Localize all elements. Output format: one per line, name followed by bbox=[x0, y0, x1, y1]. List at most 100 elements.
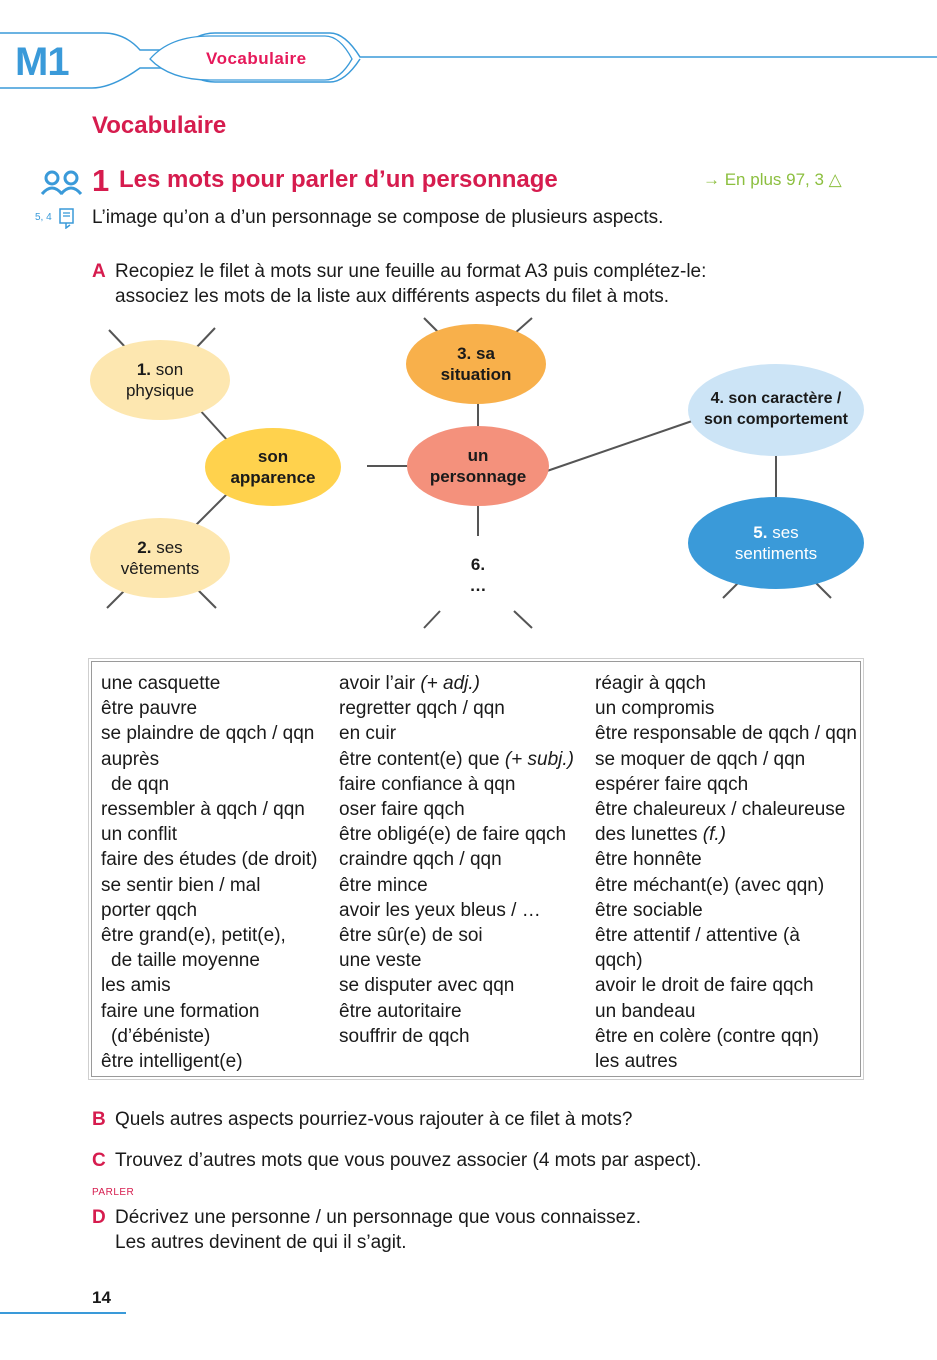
word-item: être en colère (contre qqn) bbox=[595, 1025, 819, 1047]
header-band bbox=[0, 32, 937, 89]
node-sentiments: 5. ses sentiments bbox=[688, 513, 864, 573]
question-c-letter: C bbox=[92, 1150, 106, 1171]
exercise-intro: L’image qu’on a d’un personnage se compo… bbox=[92, 207, 664, 228]
word-item: être content(e) que (+ subj.) bbox=[339, 747, 574, 772]
exercise-number: 1 bbox=[92, 163, 110, 198]
margin-reference: 5, 4 bbox=[35, 212, 52, 223]
word-item: de taille moyenne bbox=[111, 950, 260, 972]
word-column-3: réagir à qqch un compromis être responsa… bbox=[595, 671, 857, 1074]
node-situation-l2: situation bbox=[440, 365, 512, 384]
word-item: être méchant(e) (avec qqn) bbox=[595, 874, 825, 896]
word-item: avoir les yeux bleus / … bbox=[339, 899, 541, 921]
node-center-l2: personnage bbox=[429, 467, 527, 486]
node-sentiments-l2: sentiments bbox=[734, 544, 818, 563]
word-item: être grand(e), petit(e), bbox=[101, 925, 286, 947]
word-web-diagram bbox=[90, 317, 864, 629]
word-item: oser faire qqch bbox=[339, 799, 465, 821]
word-item: être sociable bbox=[595, 899, 703, 921]
node-sentiments-l1: ses bbox=[772, 523, 799, 542]
word-item: être mince bbox=[339, 874, 428, 896]
word-text: être content(e) que bbox=[339, 748, 500, 770]
word-item: un compromis bbox=[595, 698, 715, 720]
word-column-2: avoir l’air (+ adj.) regretter qqch / qq… bbox=[339, 671, 574, 1049]
word-item: faire confiance à qqn bbox=[339, 773, 516, 795]
word-item: les amis bbox=[101, 975, 171, 997]
word-item: ressembler à qqch / qqn bbox=[101, 799, 305, 821]
word-item: faire une formation bbox=[101, 1000, 260, 1022]
word-item: faire des études (de droit) bbox=[101, 849, 318, 871]
word-item: une casquette bbox=[101, 673, 221, 694]
node-vetements-l2: vêtements bbox=[120, 559, 200, 578]
word-item: être pauvre bbox=[101, 698, 198, 720]
word-item: espérer faire qqch bbox=[595, 773, 749, 795]
node-center: un personnage bbox=[407, 436, 549, 496]
word-item: en cuir bbox=[339, 723, 397, 745]
node-apparence-l1: son bbox=[257, 447, 289, 466]
word-item: de qqn bbox=[111, 773, 170, 795]
word-item: les autres bbox=[595, 1051, 678, 1073]
node-situation: 3. sa situation bbox=[406, 334, 546, 394]
word-item: avoir le droit de faire qqch bbox=[595, 975, 814, 997]
question-d-line2: Les autres devinent de qui il s’agit. bbox=[115, 1232, 407, 1253]
word-item: réagir à qqch bbox=[595, 673, 706, 694]
word-text: des lunettes bbox=[595, 824, 698, 846]
node-caractere-l1: 4. son caractère / bbox=[710, 390, 842, 407]
question-a-line2: associez les mots de la liste aux différ… bbox=[115, 286, 670, 307]
word-item: être honnête bbox=[595, 849, 702, 871]
question-a-line1: Recopiez le filet à mots sur une feuille… bbox=[115, 261, 707, 282]
parler-label: PARLER bbox=[92, 1187, 135, 1198]
word-item: (d’ébéniste) bbox=[111, 1025, 211, 1047]
question-d-letter: D bbox=[92, 1207, 106, 1228]
word-text: avoir l’air bbox=[339, 673, 416, 694]
worksheet-icon bbox=[59, 208, 74, 229]
node-physique: 1. son physique bbox=[90, 350, 230, 410]
word-item: regretter qqch / qqn bbox=[339, 698, 505, 720]
node-physique-number: 1. bbox=[136, 360, 152, 379]
word-item: être attentif / attentive (à bbox=[595, 925, 800, 947]
word-item: une veste bbox=[339, 950, 422, 972]
word-item: qqch) bbox=[595, 950, 643, 972]
node-situation-l1: 3. sa bbox=[457, 344, 495, 363]
word-item: un bandeau bbox=[595, 1000, 696, 1022]
word-item: avoir l’air (+ adj.) bbox=[339, 671, 574, 696]
node-six: 6.… bbox=[408, 545, 548, 605]
node-physique-l2: physique bbox=[125, 381, 195, 400]
question-d-line1: Décrivez une personne / un personnage qu… bbox=[115, 1207, 642, 1228]
word-item: porter qqch bbox=[101, 899, 198, 921]
word-item: être obligé(e) de faire qqch bbox=[339, 824, 567, 846]
node-sentiments-number: 5. bbox=[753, 523, 768, 542]
word-item: se disputer avec qqn bbox=[339, 975, 515, 997]
node-vetements-number: 2. bbox=[137, 538, 152, 557]
word-item: être responsable de qqch / qqn bbox=[595, 723, 857, 745]
question-b-letter: B bbox=[92, 1109, 106, 1130]
node-caractere: 4. son caractère /son comportement bbox=[688, 378, 864, 440]
node-physique-l1: son bbox=[155, 360, 184, 379]
question-a-letter: A bbox=[92, 261, 106, 282]
node-apparence: son apparence bbox=[205, 437, 341, 497]
page-number-rule bbox=[0, 1312, 126, 1314]
word-item: se plaindre de qqch / qqn bbox=[101, 723, 315, 745]
word-note: (f.) bbox=[702, 824, 726, 846]
word-item: être chaleureux / chaleureuse bbox=[595, 799, 846, 821]
node-six-l1: 6. bbox=[470, 555, 486, 574]
node-apparence-l2: apparence bbox=[230, 468, 316, 487]
section-tab-label: Vocabulaire bbox=[206, 49, 307, 68]
section-title: Vocabulaire bbox=[92, 112, 227, 139]
exercise-reference: → En plus 97, 3 △ bbox=[703, 170, 842, 189]
exercise-title: Les mots pour parler d’un personnage bbox=[119, 166, 558, 193]
pair-work-icon bbox=[40, 170, 83, 196]
word-item: être sûr(e) de soi bbox=[339, 925, 483, 947]
word-list-box: une casquette être pauvre se plaindre de… bbox=[88, 658, 864, 1080]
word-note: (+ subj.) bbox=[504, 748, 574, 770]
word-column-1: une casquette être pauvre se plaindre de… bbox=[101, 671, 318, 1074]
word-item: se moquer de qqch / qqn bbox=[595, 748, 806, 770]
question-c-text: Trouvez d’autres mots que vous pouvez as… bbox=[115, 1150, 702, 1171]
word-item: être intelligent(e) bbox=[101, 1051, 243, 1073]
word-item: un conflit bbox=[101, 824, 178, 846]
word-item: craindre qqch / qqn bbox=[339, 849, 502, 871]
word-item: auprès bbox=[101, 748, 160, 770]
word-item: souffrir de qqch bbox=[339, 1025, 470, 1047]
page-number: 14 bbox=[92, 1288, 111, 1307]
node-center-l1: un bbox=[467, 446, 489, 465]
node-vetements-l1: ses bbox=[156, 538, 183, 557]
